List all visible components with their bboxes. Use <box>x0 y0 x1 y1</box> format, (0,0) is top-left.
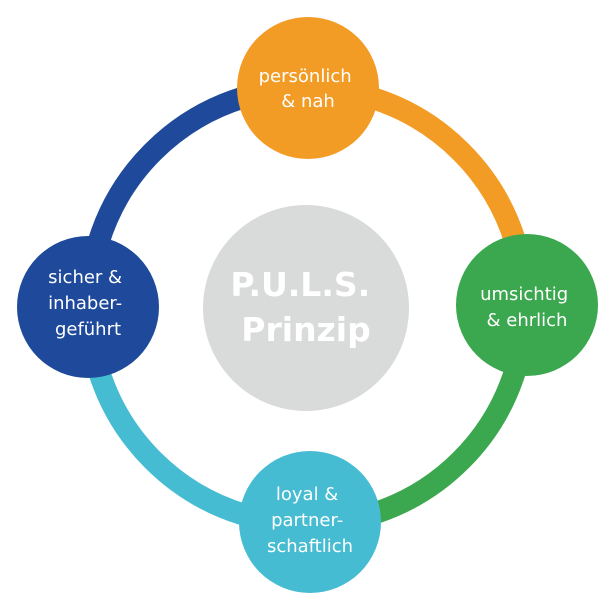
node-bottom-line-1: loyal & <box>276 484 338 505</box>
node-bottom-line-2: partner- <box>271 510 343 531</box>
svg-text:loyal & partner- s: loyal & partner- schaftlich <box>267 484 353 557</box>
node-bottom-circle <box>239 451 381 593</box>
center-line-2: Prinzip <box>241 310 370 349</box>
node-right-line-2: & ehrlich <box>487 310 568 331</box>
node-right: umsichtig & ehrlich <box>456 234 598 376</box>
node-right-circle <box>456 234 598 376</box>
center-line-1: P.U.L.S. <box>230 265 370 304</box>
ring-segment-left-to-top <box>88 87 247 246</box>
node-bottom-line-3: schaftlich <box>267 536 353 557</box>
node-left-line-3: geführt <box>55 319 121 340</box>
ring-segment-right-to-bottom <box>367 366 526 525</box>
svg-text:P.U.L.S. Prinzip: P.U.L.S. Prinzip <box>230 265 381 349</box>
node-left-line-1: sicher & <box>48 267 122 288</box>
node-left-circle <box>17 236 159 378</box>
ring-segment-bottom-to-left <box>88 366 247 525</box>
ring-segment-top-to-right <box>367 87 526 246</box>
node-left-line-2: inhaber- <box>48 293 122 314</box>
node-bottom: loyal & partner- schaftlich <box>239 451 381 593</box>
ring <box>88 87 526 525</box>
node-top-line-1: persönlich <box>259 66 352 87</box>
node-right-line-1: umsichtig <box>480 284 568 305</box>
node-left: sicher & inhaber- geführt <box>17 236 159 378</box>
node-top-circle <box>237 17 379 159</box>
svg-text:persönlich & nah: persönlich & nah <box>259 66 358 112</box>
node-top-line-2: & nah <box>281 91 335 112</box>
node-top: persönlich & nah <box>237 17 379 159</box>
center-circle: P.U.L.S. Prinzip <box>203 205 409 411</box>
svg-text:umsichtig & ehrlich: umsichtig & ehrlich <box>480 284 574 331</box>
svg-text:sicher & inhaber-: sicher & inhaber- geführt <box>48 267 128 340</box>
